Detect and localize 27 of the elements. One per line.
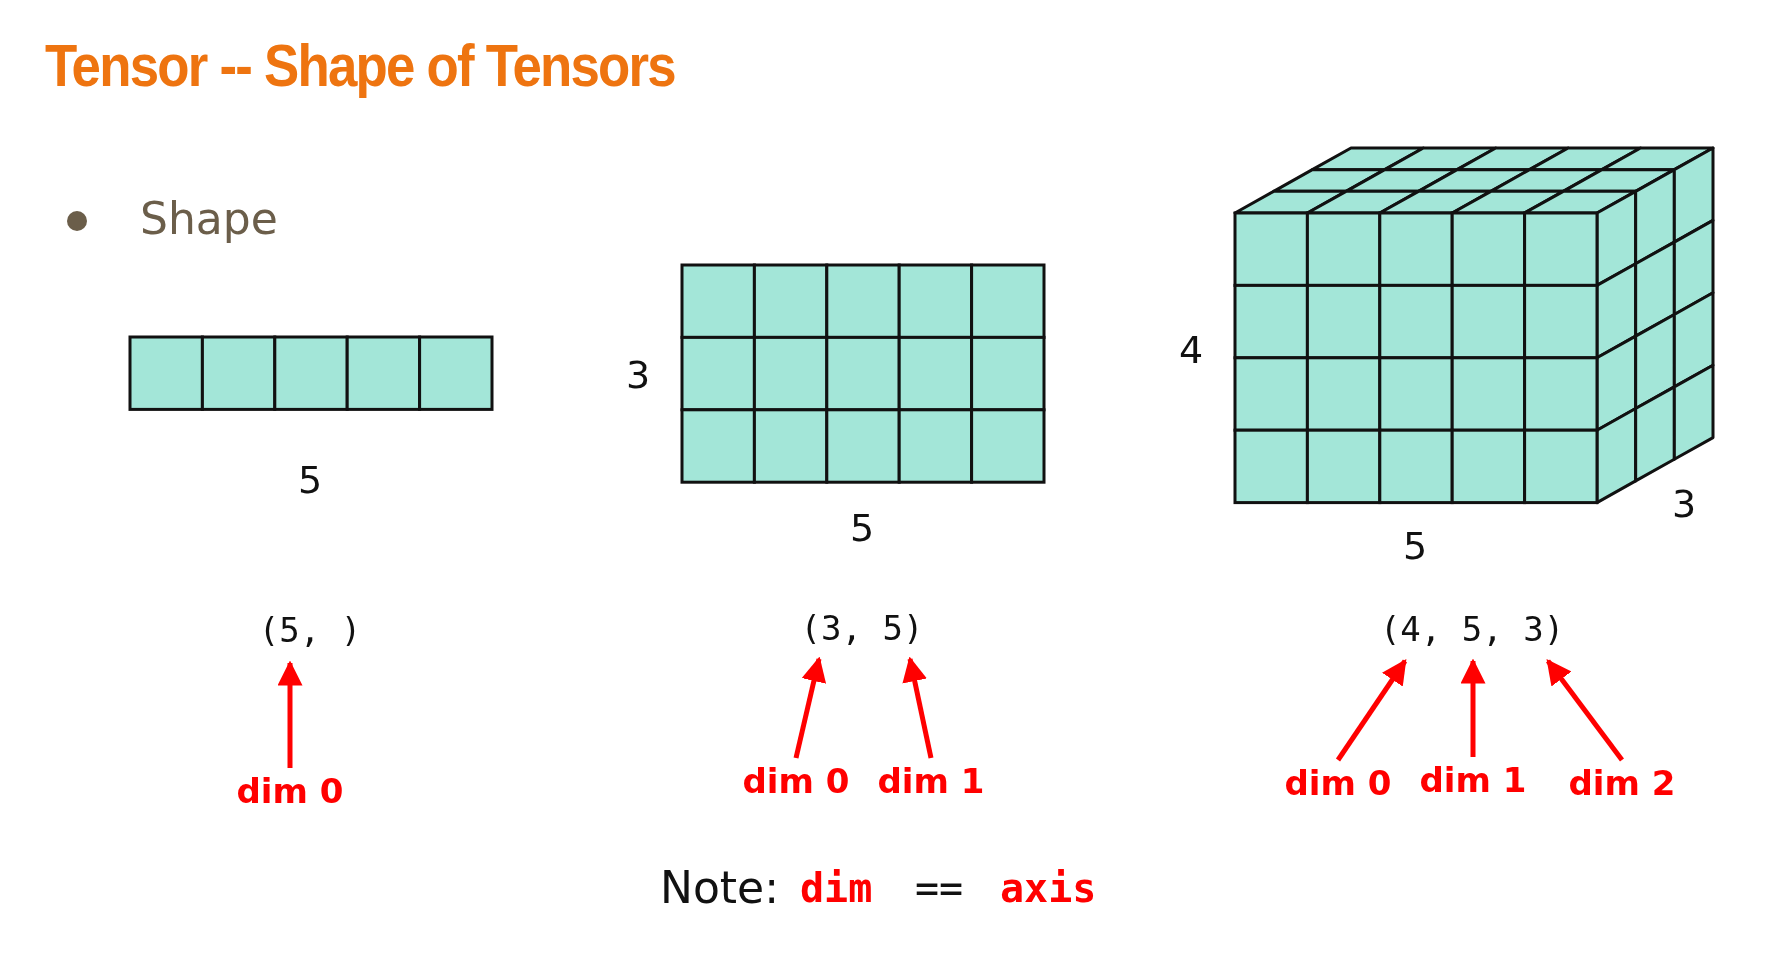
- arrow: [1460, 658, 1486, 757]
- arrow: [1546, 659, 1624, 762]
- dim-label: dim 2: [1562, 760, 1682, 806]
- title: Tensor -- Shape of Tensors: [45, 36, 675, 96]
- dim-label: dim 0: [230, 768, 350, 814]
- dimension-label: 5: [849, 509, 875, 548]
- arrow: [793, 656, 827, 759]
- dimension-label: 5: [1402, 527, 1428, 566]
- arrow: [277, 660, 303, 768]
- operator-text: ==: [915, 868, 964, 908]
- dim-label: dim 0: [736, 758, 856, 804]
- code-text: axis: [1000, 868, 1097, 908]
- dim-label: dim 1: [1413, 757, 1533, 803]
- bullet-text: Shape: [140, 196, 278, 241]
- shape-tuple: (4, 5, 3): [1362, 597, 1582, 661]
- dimension-label: 3: [625, 356, 651, 395]
- dimension-label: 3: [1671, 485, 1697, 524]
- note-text: Note:: [660, 865, 779, 910]
- dimension-label: 5: [297, 461, 323, 500]
- shape-tuple: (3, 5): [787, 597, 937, 659]
- arrow: [902, 656, 934, 759]
- dimension-label: 4: [1178, 331, 1204, 370]
- dim-label: dim 0: [1278, 760, 1398, 806]
- shape-tuple: (5, ): [235, 597, 385, 663]
- arrow: [1335, 658, 1408, 762]
- dim-label: dim 1: [871, 758, 991, 804]
- code-text: dim: [800, 868, 873, 908]
